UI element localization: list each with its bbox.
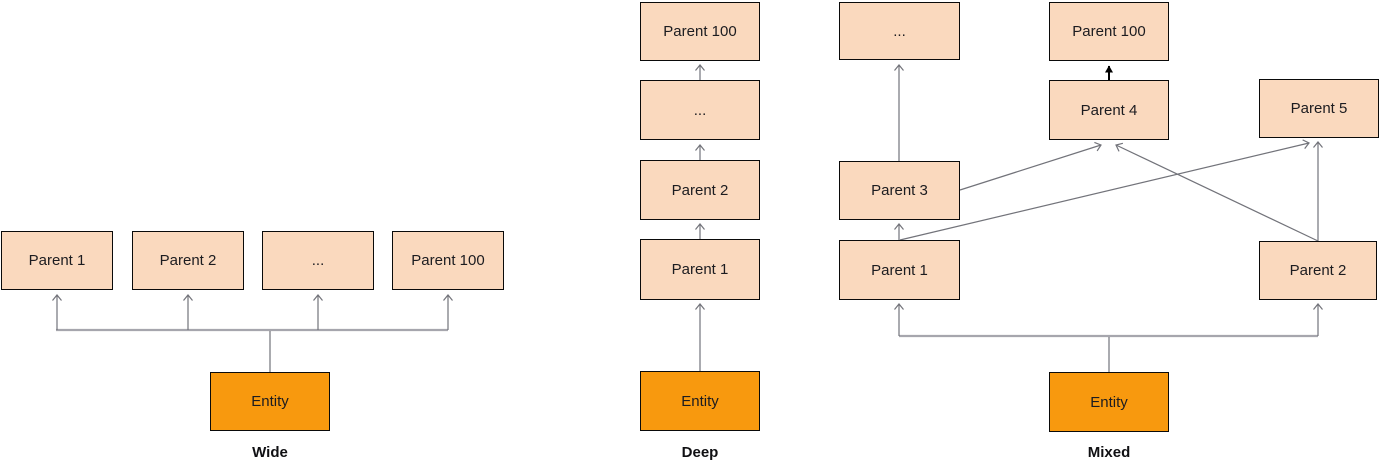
mixed-parent-2-box: Parent 2: [1259, 241, 1377, 300]
deep-parent-100-box: Parent 100: [640, 2, 760, 61]
mixed-arrow-parent-1-parent-5: [899, 139, 1310, 241]
deep-parent-1-box: Parent 1: [640, 239, 760, 300]
mixed-parent-100-box: Parent 100: [1049, 2, 1169, 61]
mixed-parent-1-box: Parent 1: [839, 240, 960, 300]
deep-parent-2-box: Parent 2: [640, 160, 760, 220]
deep-parent-dots-box: ...: [640, 80, 760, 140]
wide-parent-1-box: Parent 1: [1, 231, 113, 290]
wide-parent-dots-box: ...: [262, 231, 374, 290]
mixed-arrow-parent-3-parent-4: [959, 141, 1102, 191]
mixed-parent-dots-box: ...: [839, 2, 960, 60]
mixed-caption: Mixed: [1087, 444, 1131, 461]
wide-parent-2-box: Parent 2: [132, 231, 244, 290]
mixed-entity-box: Entity: [1049, 372, 1169, 432]
mixed-arrow-parent-2-parent-4: [1115, 142, 1319, 242]
mixed-parent-5-box: Parent 5: [1259, 79, 1379, 138]
wide-entity-box: Entity: [210, 372, 330, 431]
deep-caption: Deep: [681, 444, 719, 461]
wide-parent-100-box: Parent 100: [392, 231, 504, 290]
mixed-parent-4-box: Parent 4: [1049, 80, 1169, 140]
wide-caption: Wide: [252, 444, 288, 461]
deep-entity-box: Entity: [640, 371, 760, 431]
mixed-parent-3-box: Parent 3: [839, 161, 960, 220]
